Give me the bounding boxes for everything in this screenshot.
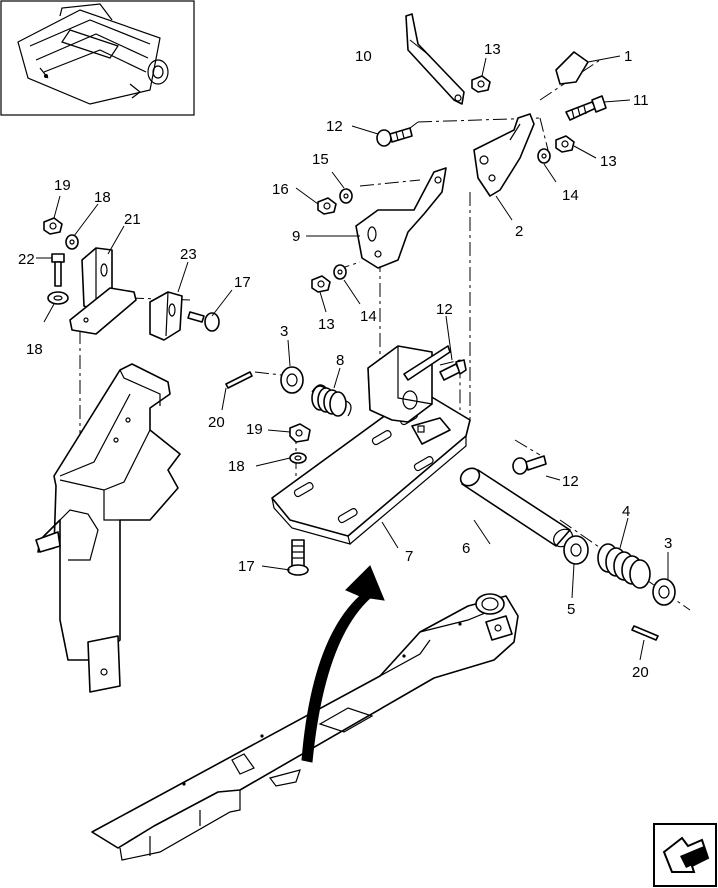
callout-23: 23	[180, 246, 197, 263]
callout-labels: 1 2 3 3 4 5 6 7 8 9 10 11 12 12 12 13 13…	[18, 41, 672, 681]
spring-4	[597, 543, 651, 589]
callout-2: 2	[515, 223, 523, 240]
callout-1: 1	[624, 48, 632, 65]
shaft-tube	[459, 467, 573, 548]
washer-18-upper-left	[65, 234, 79, 250]
washer-5	[563, 535, 589, 565]
clip-23	[149, 291, 183, 341]
washer-14-lower	[333, 264, 347, 280]
handle-grip	[555, 51, 589, 85]
bolt-11	[565, 95, 607, 121]
callout-3-right: 3	[664, 535, 672, 552]
nut-19-left	[43, 217, 63, 235]
base-plate	[271, 345, 471, 545]
nut-19-center	[289, 423, 311, 443]
callout-16: 16	[272, 181, 289, 198]
callout-12-middle: 12	[436, 301, 453, 318]
callout-18-center: 18	[228, 458, 245, 475]
callout-17-left: 17	[234, 274, 251, 291]
boom-arm	[91, 593, 519, 861]
washer-18-center	[289, 452, 307, 464]
callout-19-left: 19	[54, 177, 71, 194]
bolt-12-lower	[512, 455, 547, 475]
callout-13-right: 13	[600, 153, 617, 170]
callout-13-lower: 13	[318, 316, 335, 333]
callout-8: 8	[336, 352, 344, 369]
pin-20-right	[631, 625, 659, 641]
callout-11: 11	[633, 92, 649, 109]
callout-18-upper: 18	[94, 189, 111, 206]
callout-5: 5	[567, 601, 575, 618]
nut-16	[317, 197, 337, 215]
callout-7: 7	[405, 548, 413, 565]
callout-13-upper: 13	[484, 41, 501, 58]
washer-3-left	[280, 366, 304, 394]
callout-22: 22	[18, 251, 35, 268]
nut-13-right	[555, 135, 575, 153]
bolt-22	[51, 253, 65, 287]
callout-14-lower: 14	[360, 308, 377, 325]
spring-8	[311, 384, 352, 417]
nut-13-lower	[311, 275, 331, 293]
callout-12-lower: 12	[562, 473, 579, 490]
left-frame-post	[35, 363, 181, 693]
callout-20-right: 20	[632, 664, 649, 681]
carriage-bolt-12-upper	[376, 127, 413, 147]
callout-19-center: 19	[246, 421, 263, 438]
washer-3-right	[652, 578, 676, 606]
leader-lines	[36, 39, 669, 661]
callout-14-right: 14	[562, 187, 579, 204]
pivot-bracket	[473, 113, 535, 197]
callout-4: 4	[622, 503, 630, 520]
nut-13-upper	[471, 75, 491, 93]
washer-15	[339, 188, 353, 204]
lever-rod	[405, 13, 465, 105]
callout-6: 6	[462, 540, 470, 557]
previous-page-arrow-icon[interactable]	[653, 823, 717, 887]
callout-3-left: 3	[280, 323, 288, 340]
callout-15: 15	[312, 151, 329, 168]
pin-20-left	[225, 371, 253, 389]
mounting-plate-bracket	[355, 167, 447, 269]
callout-21: 21	[124, 211, 141, 228]
bolt-17-lower	[287, 539, 309, 576]
callout-9: 9	[292, 228, 300, 245]
machine-thumbnail-icon	[0, 0, 195, 116]
bolt-17-left	[187, 311, 220, 332]
bracket-21	[69, 247, 137, 335]
callout-17-lower: 17	[238, 558, 255, 575]
callout-12-upper: 12	[326, 118, 343, 135]
washer-14-right	[537, 148, 551, 164]
callout-10: 10	[355, 48, 372, 65]
callout-18-lower: 18	[26, 341, 43, 358]
bolt-12-middle	[439, 359, 467, 381]
curved-arrow-icon	[301, 565, 385, 763]
callout-20-left: 20	[208, 414, 225, 431]
washer-18-lower-left	[47, 291, 69, 305]
